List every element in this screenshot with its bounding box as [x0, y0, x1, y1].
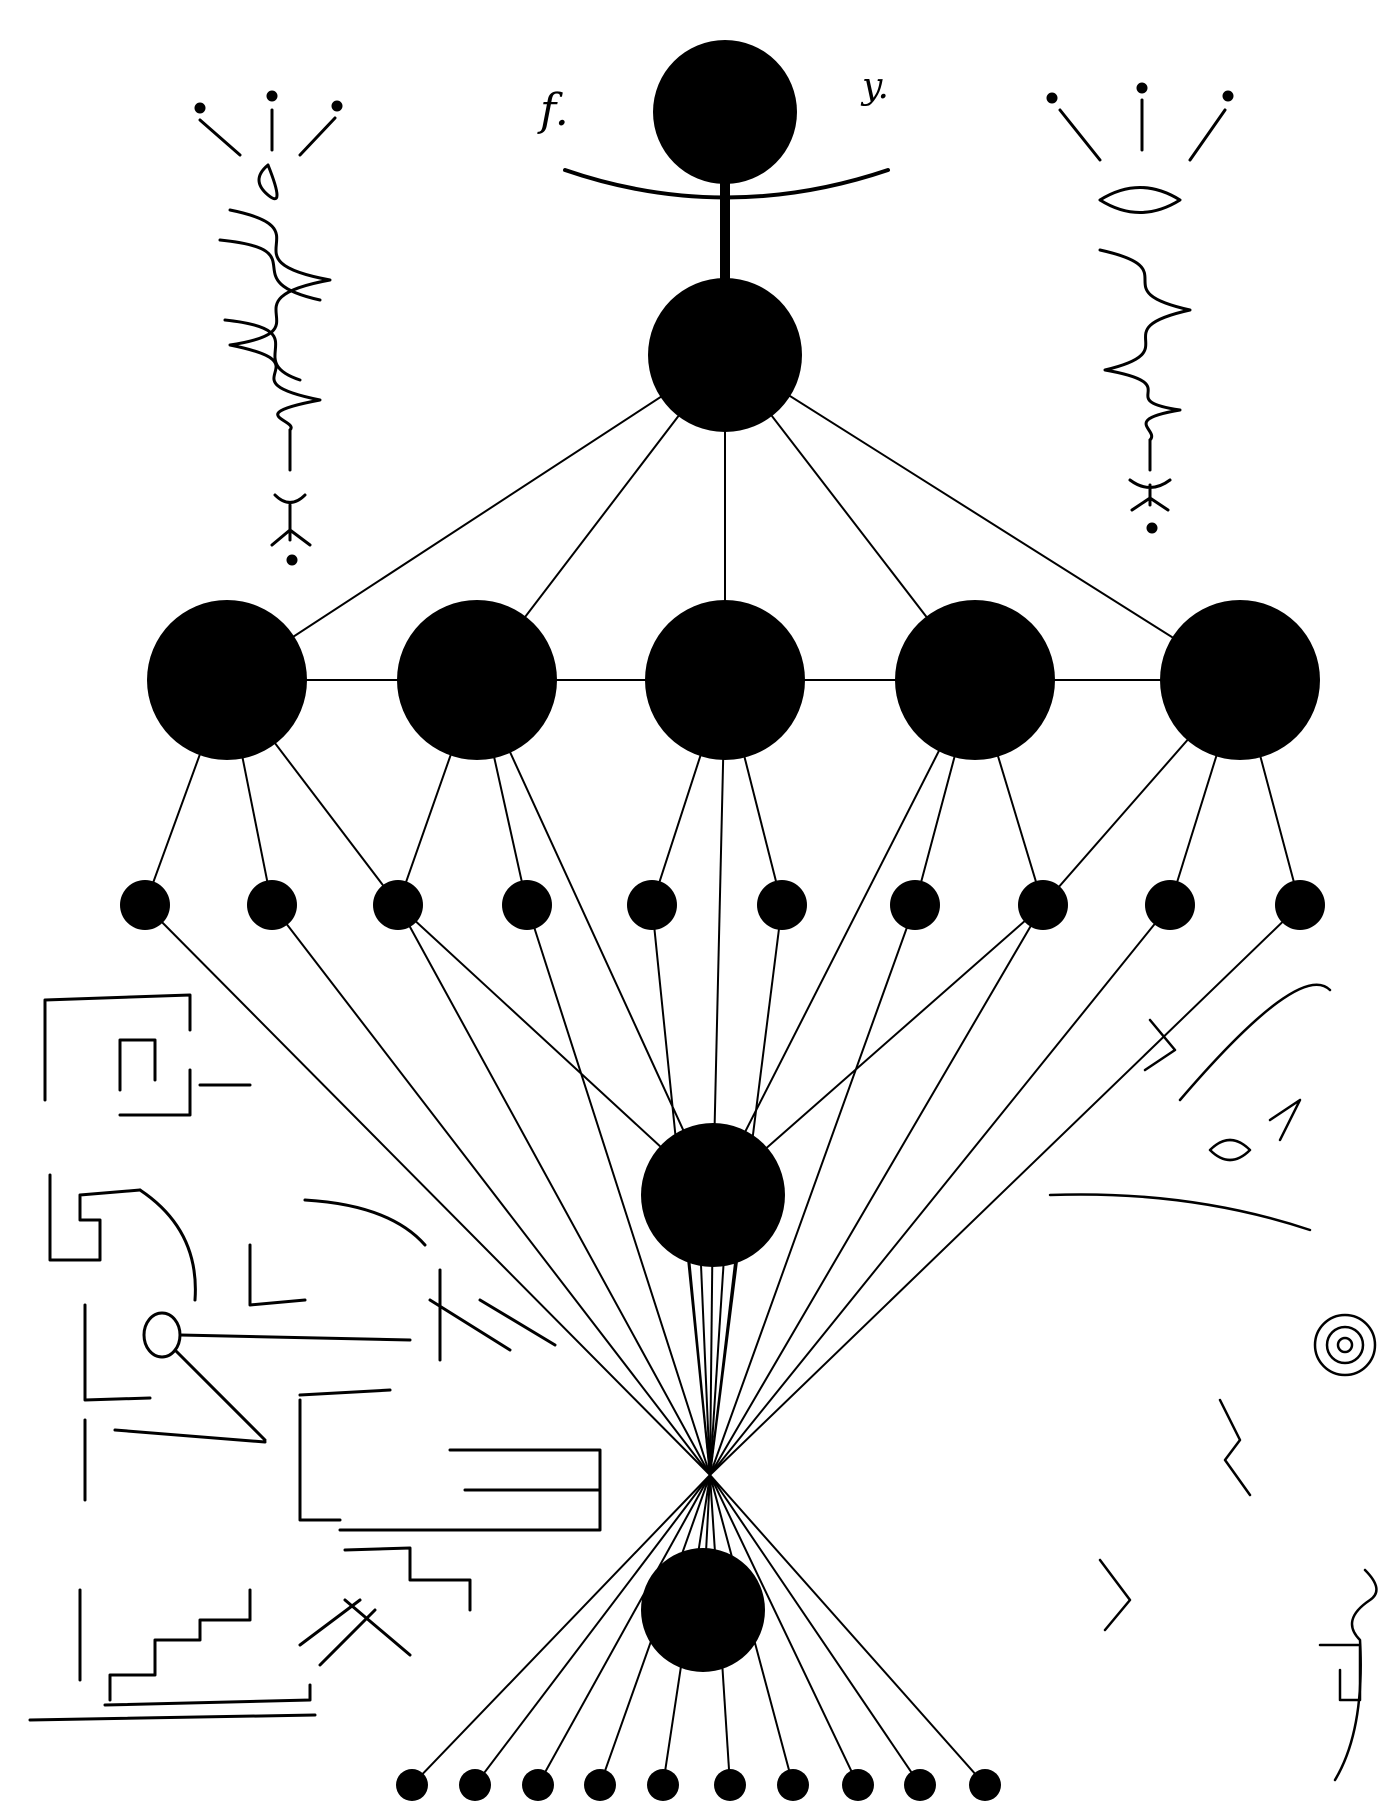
node-s-7 — [890, 880, 940, 930]
node-b-8 — [842, 1769, 874, 1801]
node-s-4 — [502, 880, 552, 930]
edge-root-l1-1 — [226, 354, 726, 681]
node-lower — [641, 1548, 765, 1672]
node-l1-3 — [645, 600, 805, 760]
fan-edge-b-9 — [709, 1474, 921, 1786]
node-b-7 — [777, 1769, 809, 1801]
fan-edge-s-1 — [144, 904, 711, 1476]
fan-edge-s-2 — [271, 904, 711, 1476]
node-layer — [120, 40, 1325, 1801]
fan-edge-s-3 — [397, 904, 711, 1476]
node-root — [648, 278, 802, 432]
node-s-6 — [757, 880, 807, 930]
left-chain-ornament — [194, 90, 343, 566]
fan-edge-s-4 — [526, 904, 711, 1476]
fan-edge-b-1 — [411, 1474, 711, 1786]
node-s-3 — [373, 880, 423, 930]
node-apex — [653, 40, 797, 184]
node-b-5 — [647, 1769, 679, 1801]
node-b-6 — [714, 1769, 746, 1801]
apex-arc — [563, 168, 890, 200]
fan-edge-b-3 — [537, 1474, 711, 1786]
node-b-1 — [396, 1769, 428, 1801]
node-hub — [641, 1123, 785, 1267]
glyph-top-left: f. — [537, 85, 569, 136]
fan-edge-s-9 — [709, 904, 1171, 1476]
node-l1-1 — [147, 600, 307, 760]
edge-l1-3-hub — [712, 679, 726, 1196]
node-b-10 — [969, 1769, 1001, 1801]
left-circuit-maze — [28, 993, 602, 1722]
node-b-2 — [459, 1769, 491, 1801]
node-l1-4 — [895, 600, 1055, 760]
fan-edge-b-8 — [709, 1474, 859, 1786]
node-b-3 — [522, 1769, 554, 1801]
node-s-2 — [247, 880, 297, 930]
fan-edge-s-7 — [709, 904, 916, 1476]
right-scribble-field — [1048, 983, 1378, 1782]
fan-edge-s-10 — [709, 904, 1301, 1476]
edge-l1-4-hub — [712, 679, 976, 1196]
fan-edge-b-2 — [474, 1474, 711, 1786]
decoration-layer — [28, 82, 1378, 1782]
right-chain-ornament — [1046, 82, 1234, 534]
node-b-4 — [584, 1769, 616, 1801]
node-b-9 — [904, 1769, 936, 1801]
fan-edge-b-10 — [709, 1474, 986, 1786]
node-s-1 — [120, 880, 170, 930]
node-l1-2 — [397, 600, 557, 760]
node-s-10 — [1275, 880, 1325, 930]
node-l1-5 — [1160, 600, 1320, 760]
fan-edge-s-8 — [709, 904, 1044, 1476]
node-s-9 — [1145, 880, 1195, 930]
edge-s-8-hub — [712, 904, 1044, 1196]
node-s-5 — [627, 880, 677, 930]
glyph-layer: f. y. — [537, 66, 889, 136]
edge-root-l1-5 — [724, 354, 1241, 681]
node-s-8 — [1018, 880, 1068, 930]
glyph-top-right: y. — [860, 66, 889, 107]
